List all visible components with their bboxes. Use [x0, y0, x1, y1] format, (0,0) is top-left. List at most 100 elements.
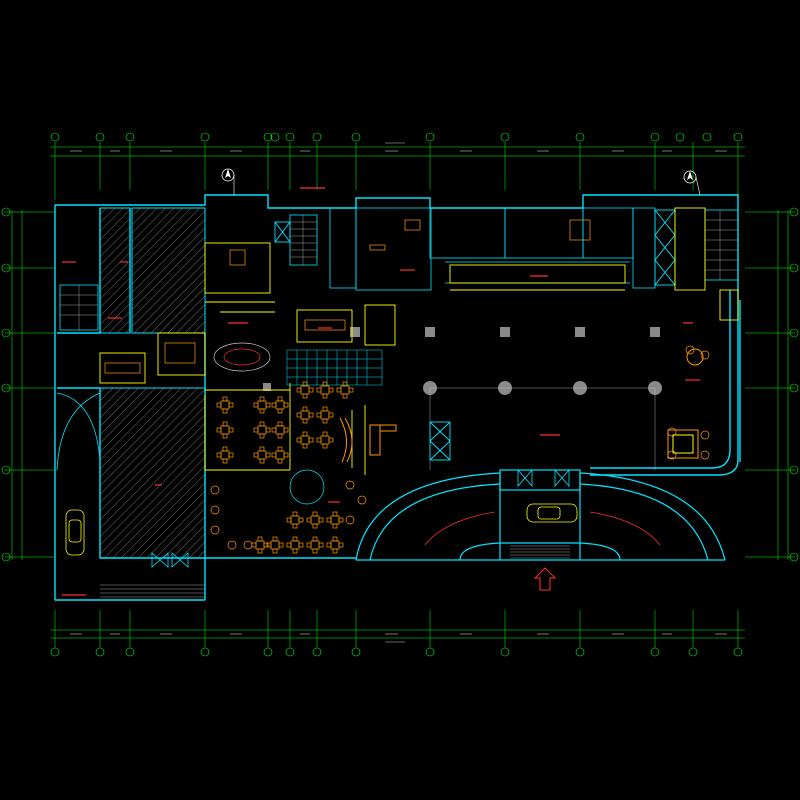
table-icon — [330, 540, 340, 550]
chair-icon — [216, 402, 222, 408]
dimension-ticks — [70, 142, 727, 643]
meeting-table-icon — [369, 244, 386, 251]
armchair-icon — [210, 505, 220, 515]
table-icon — [310, 540, 320, 550]
chair-icon — [316, 412, 322, 418]
armchair-icon — [700, 450, 710, 460]
armchair-icon — [345, 515, 355, 525]
chair-icon — [322, 381, 328, 387]
chair-icon — [222, 433, 228, 439]
elevators — [274, 209, 676, 461]
chair-icon — [259, 421, 265, 427]
table-icon — [275, 425, 285, 435]
chair-icon — [318, 517, 324, 523]
chair-icon — [228, 452, 234, 458]
table-icon — [300, 385, 310, 395]
exterior-walls — [54, 194, 741, 601]
chair-icon — [286, 517, 292, 523]
chair-icon — [222, 396, 228, 402]
north-arrow-icon — [683, 170, 701, 196]
chair-icon — [308, 437, 314, 443]
chair-icon — [283, 452, 289, 458]
chair-icon — [322, 418, 328, 424]
chair-icon — [322, 406, 328, 412]
table-icon — [320, 410, 330, 420]
chair-icon — [271, 402, 277, 408]
chair-icon — [277, 458, 283, 464]
oval-table — [213, 342, 325, 505]
chair-icon — [322, 443, 328, 449]
chair-icon — [316, 387, 322, 393]
armchair-icon — [210, 485, 220, 495]
chair-icon — [332, 536, 338, 542]
armchair-icon — [700, 430, 710, 440]
chair-icon — [292, 548, 298, 554]
chair-icon — [342, 381, 348, 387]
chair-icon — [302, 418, 308, 424]
armchair-icon — [210, 525, 220, 535]
car-icon — [65, 503, 578, 556]
room-label-marks — [62, 187, 700, 596]
table-icon — [257, 450, 267, 460]
armchair-icon — [345, 480, 355, 490]
table-icon — [275, 400, 285, 410]
chair-icon — [277, 446, 283, 452]
table-icon — [220, 400, 230, 410]
doors — [56, 392, 570, 568]
chair-icon — [259, 408, 265, 414]
armchair-icon — [700, 350, 710, 360]
chair-icon — [253, 402, 259, 408]
chair-icon — [312, 536, 318, 542]
chair-icon — [302, 393, 308, 399]
chair-icon — [312, 511, 318, 517]
entrance-steps — [100, 545, 570, 598]
chair-icon — [296, 437, 302, 443]
chair-icon — [306, 517, 312, 523]
meeting-table-icon — [104, 362, 141, 374]
chair-icon — [338, 542, 344, 548]
chair-icon — [272, 548, 278, 554]
meeting-table-icon — [404, 219, 421, 231]
chair-icon — [263, 542, 269, 548]
chair-icon — [298, 542, 304, 548]
chair-icon — [328, 437, 334, 443]
chair-icon — [328, 387, 334, 393]
chair-icon — [286, 542, 292, 548]
chair-icon — [322, 431, 328, 437]
chair-icon — [298, 517, 304, 523]
chair-icon — [302, 381, 308, 387]
chair-icon — [332, 511, 338, 517]
chair-icon — [265, 452, 271, 458]
chair-icon — [328, 412, 334, 418]
table-icon — [300, 435, 310, 445]
table-icon — [290, 515, 300, 525]
chair-icon — [292, 536, 298, 542]
table-icon — [320, 435, 330, 445]
chair-icon — [253, 452, 259, 458]
axis-grid — [5, 142, 795, 648]
armchair-icon — [243, 540, 253, 550]
table-icon — [257, 400, 267, 410]
meeting-table-icon — [304, 319, 346, 331]
chair-icon — [222, 458, 228, 464]
chair-icon — [259, 446, 265, 452]
partitions — [99, 207, 739, 475]
meeting-table-icon — [229, 249, 246, 266]
chair-icon — [228, 427, 234, 433]
chair-icon — [222, 421, 228, 427]
chair-icon — [216, 427, 222, 433]
chair-icon — [277, 433, 283, 439]
chair-icon — [312, 548, 318, 554]
chair-icon — [272, 536, 278, 542]
chair-icon — [336, 387, 342, 393]
chair-icon — [348, 387, 354, 393]
chair-icon — [259, 396, 265, 402]
chair-icon — [283, 427, 289, 433]
table-icon — [290, 540, 300, 550]
chair-icon — [277, 408, 283, 414]
chair-icon — [302, 406, 308, 412]
chair-icon — [292, 511, 298, 517]
chair-icon — [265, 402, 271, 408]
chair-icon — [332, 523, 338, 529]
